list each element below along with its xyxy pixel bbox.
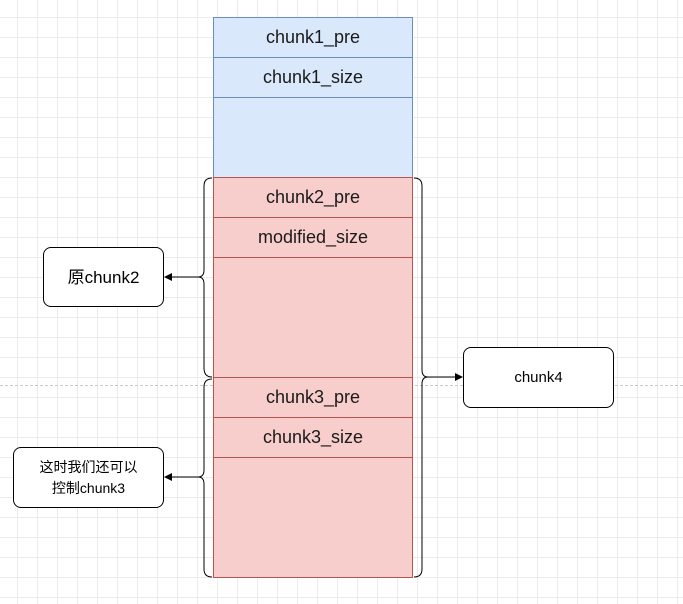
chunk2-data-cell <box>213 257 413 378</box>
chunk1-data-cell <box>213 97 413 178</box>
chunk1-pre-label: chunk1_pre <box>265 27 361 47</box>
chunk1-pre-cell: chunk1_pre <box>213 17 413 58</box>
chunk3-pre-cell: chunk3_pre <box>213 377 413 418</box>
chunk3-pre-label: chunk3_pre <box>265 387 361 407</box>
orig-chunk2-label: 原chunk2 <box>67 267 140 287</box>
control-chunk3-label: 这时我们还可以 控制chunk3 <box>39 458 138 496</box>
chunk4-label: chunk4 <box>514 369 563 386</box>
chunk1-size-label: chunk1_size <box>262 67 364 87</box>
chunk2-pre-cell: chunk2_pre <box>213 177 413 218</box>
modified-size-label: modified_size <box>257 227 369 247</box>
chunk2-pre-label: chunk2_pre <box>265 187 361 207</box>
orig-chunk2-box: 原chunk2 <box>43 247 164 307</box>
chunk3-left-brace <box>197 378 213 578</box>
chunk3-data-cell <box>213 457 413 578</box>
control-chunk3-box: 这时我们还可以 控制chunk3 <box>13 447 164 508</box>
chunk3-size-label: chunk3_size <box>262 427 364 447</box>
chunk3-size-cell: chunk3_size <box>213 417 413 458</box>
chunk4-right-brace <box>413 177 429 578</box>
chunk2-left-brace <box>197 177 213 378</box>
modified-size-cell: modified_size <box>213 217 413 258</box>
chunk4-box: chunk4 <box>463 347 614 408</box>
